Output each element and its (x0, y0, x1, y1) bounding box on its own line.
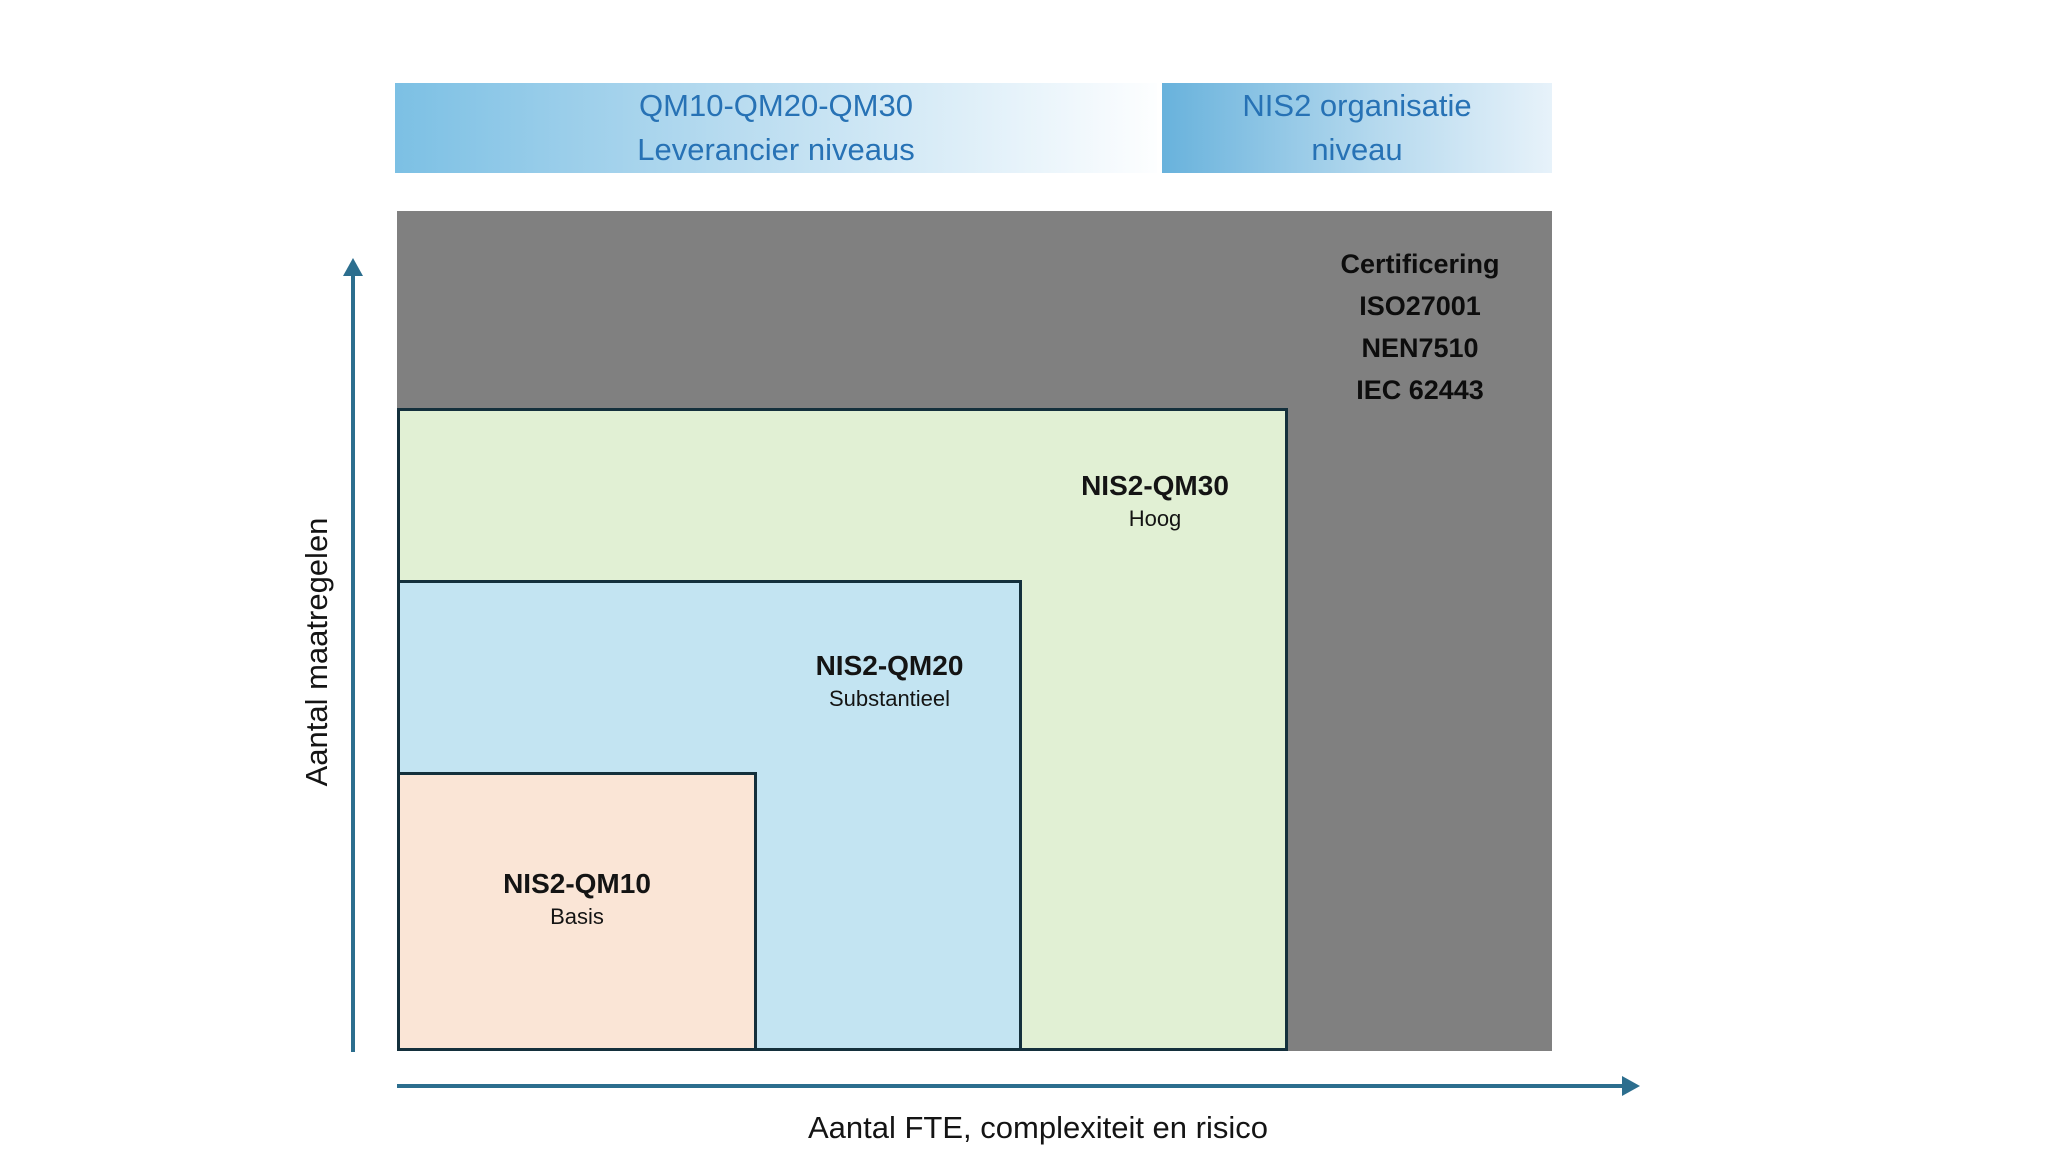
y-axis-line (351, 274, 355, 1052)
certification-list: Certificering ISO27001 NEN7510 IEC 62443 (1288, 243, 1552, 411)
label-qm20: NIS2-QM20 Substantieel (757, 648, 1022, 714)
label-qm20-tier: Substantieel (828, 686, 951, 711)
x-axis-label: Aantal FTE, complexiteit en risico (807, 1110, 1268, 1145)
label-qm30: NIS2-QM30 Hoog (1022, 468, 1288, 534)
banner-supplier-line2: Leverancier niveaus (637, 132, 915, 167)
x-axis-line (397, 1084, 1622, 1088)
label-qm30-name: NIS2-QM30 (1081, 470, 1229, 501)
label-qm10: NIS2-QM10 Basis (397, 866, 757, 932)
label-qm20-name: NIS2-QM20 (815, 650, 964, 681)
label-qm10-name: NIS2-QM10 (503, 868, 651, 899)
x-axis-arrowhead-icon (1622, 1076, 1640, 1096)
banner-nis2-line1: NIS2 organisatie (1242, 88, 1472, 123)
banner-nis2-line2: niveau (1311, 132, 1403, 167)
banner-supplier-line1: QM10-QM20-QM30 (639, 88, 913, 123)
certification-iso27001: ISO27001 (1359, 291, 1481, 321)
certification-nen7510: NEN7510 (1361, 333, 1479, 363)
banner-nis2-organisation: NIS2 organisatie niveau (1162, 83, 1552, 173)
level-box-qm10 (397, 772, 757, 1051)
label-qm30-tier: Hoog (1128, 506, 1182, 531)
certification-iec62443: IEC 62443 (1356, 375, 1484, 405)
certification-title: Certificering (1340, 249, 1500, 279)
label-qm10-tier: Basis (550, 904, 604, 929)
y-axis-arrowhead-icon (343, 258, 363, 276)
banner-supplier-levels: QM10-QM20-QM30 Leverancier niveaus (395, 83, 1157, 173)
y-axis-label: Aantal maatregelen (299, 517, 334, 787)
